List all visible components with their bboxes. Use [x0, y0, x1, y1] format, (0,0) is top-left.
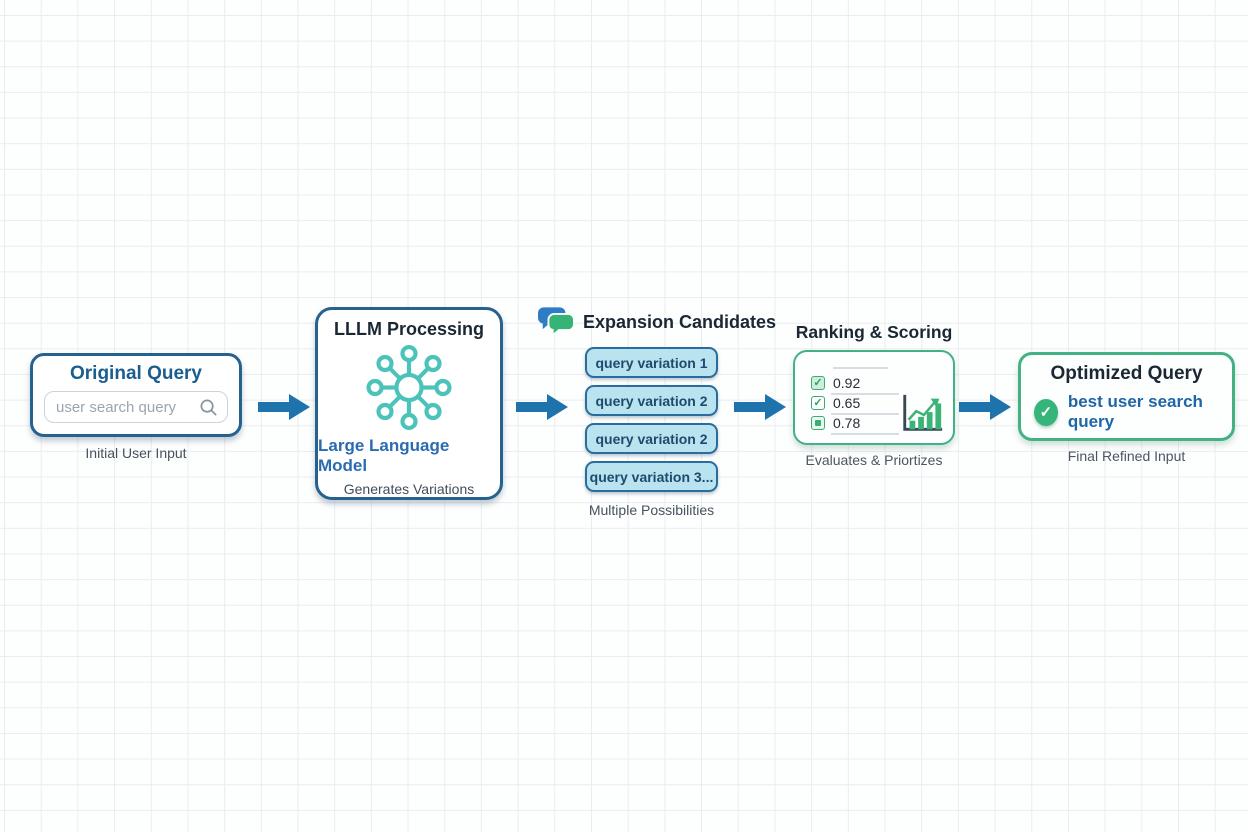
search-input[interactable]: [54, 397, 199, 417]
bar-chart-icon: [903, 394, 943, 431]
check-circle-icon: [1034, 398, 1058, 426]
llm-description: Generates Variations: [343, 481, 475, 497]
llm-processing-box: LLLM Processing Large Language Model Gen…: [315, 307, 503, 500]
ranking-scoring-title: Ranking & Scoring: [795, 322, 953, 342]
llm-processing-title: LLLM Processing: [333, 319, 485, 339]
original-query-caption: Initial User Input: [85, 445, 187, 461]
optimized-caption: Final Refined Input: [1067, 448, 1186, 464]
expansion-caption: Multiple Possibilities: [588, 502, 715, 518]
search-input-wrapper: [44, 391, 228, 423]
optimized-query-box: Optimized Query best user search query: [1018, 352, 1235, 441]
arrow-right-icon: [734, 394, 786, 420]
score-value: 0.65: [833, 395, 861, 411]
divider: [833, 367, 888, 369]
chat-bubbles-icon: [538, 307, 574, 338]
score-value: 0.92: [833, 375, 861, 391]
query-variation-chip: query variation 3...: [585, 461, 718, 492]
query-variation-list: query variation 1 query variation 2 quer…: [585, 347, 718, 499]
query-variation-chip: query variation 2: [585, 423, 718, 454]
checkbox-checked-icon: [811, 396, 825, 410]
arrow-right-icon: [959, 394, 1011, 420]
llm-subtitle: Large Language Model: [318, 436, 450, 475]
score-value: 0.78: [833, 415, 861, 431]
ranking-scoring-box: 0.92 0.65 0.78: [793, 350, 955, 445]
optimized-query-result: best user search query: [1067, 392, 1203, 431]
arrow-right-icon: [516, 394, 568, 420]
original-query-title: Original Query: [70, 363, 202, 384]
optimized-query-title: Optimized Query: [1050, 363, 1203, 384]
checkbox-checked-icon: [811, 376, 825, 390]
expansion-candidates-header: Expansion Candidates: [538, 306, 776, 339]
query-variation-chip: query variation 1: [585, 347, 718, 378]
divider: [831, 413, 899, 415]
arrow-right-icon: [258, 394, 310, 420]
network-hub-icon: [366, 344, 452, 431]
divider: [831, 393, 899, 395]
original-query-box: Original Query: [30, 353, 242, 437]
checkbox-partial-icon: [811, 416, 825, 430]
divider: [831, 433, 899, 435]
search-icon: [200, 399, 217, 415]
query-variation-chip: query variation 2: [585, 385, 718, 416]
expansion-candidates-title: Expansion Candidates: [583, 312, 777, 332]
ranking-caption: Evaluates & Priortizes: [805, 452, 943, 468]
